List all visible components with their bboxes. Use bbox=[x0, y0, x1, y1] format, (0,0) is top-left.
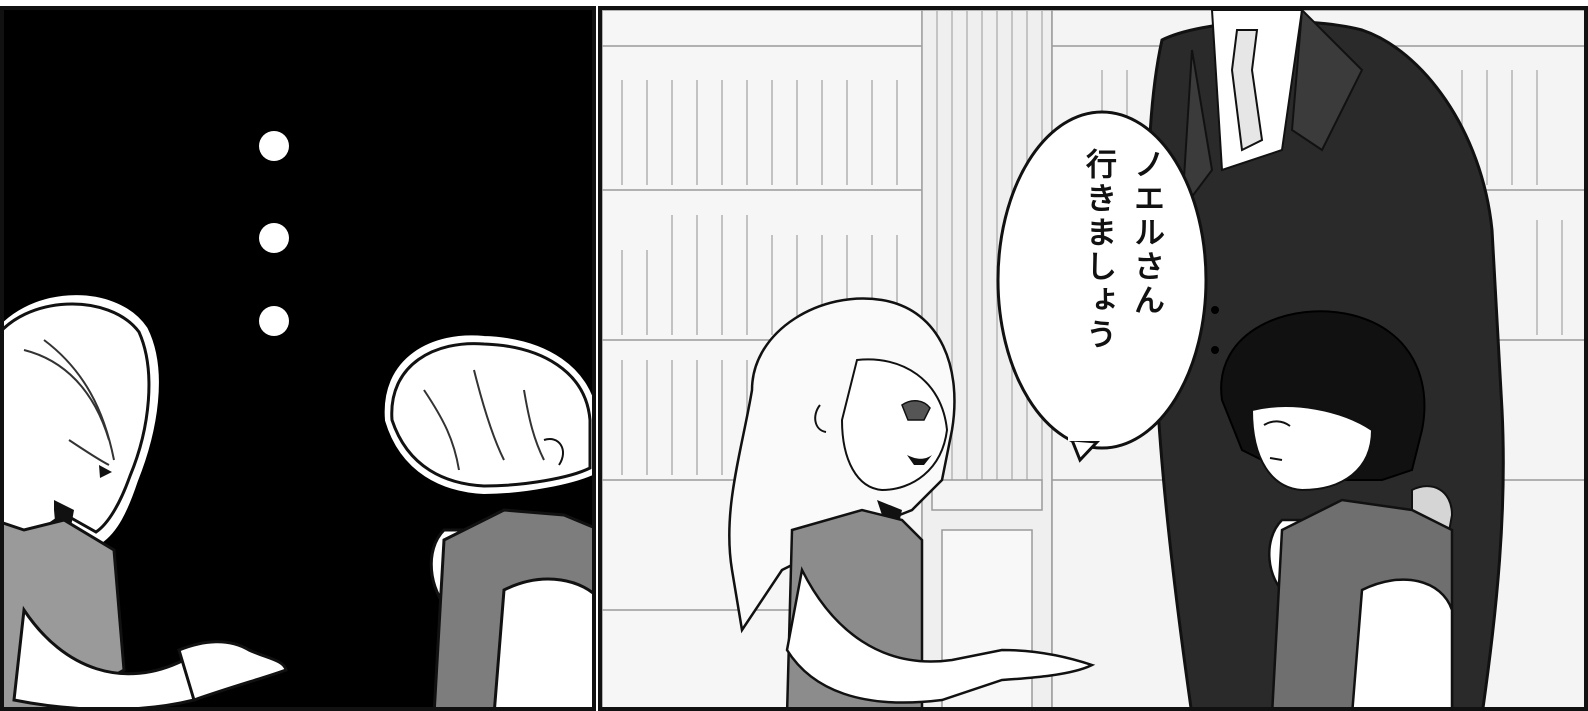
speech-line-2: 行きましょう bbox=[1080, 148, 1116, 352]
panel-left bbox=[0, 6, 596, 711]
speech-line-1: ノエルさん bbox=[1128, 148, 1164, 318]
boy-figure-left-panel bbox=[384, 335, 592, 707]
girl-figure-right bbox=[728, 297, 1096, 707]
boy-figure-right bbox=[1220, 310, 1454, 707]
panel-left-art bbox=[4, 131, 592, 707]
panel-right-art bbox=[602, 10, 1584, 707]
ellipsis-icon bbox=[259, 131, 289, 336]
panel-right bbox=[598, 6, 1588, 711]
girl-figure-left bbox=[4, 295, 288, 707]
speech-bubble bbox=[996, 110, 1208, 463]
speech-bubble-text: ノエルさん 行きましょう bbox=[1062, 148, 1182, 398]
